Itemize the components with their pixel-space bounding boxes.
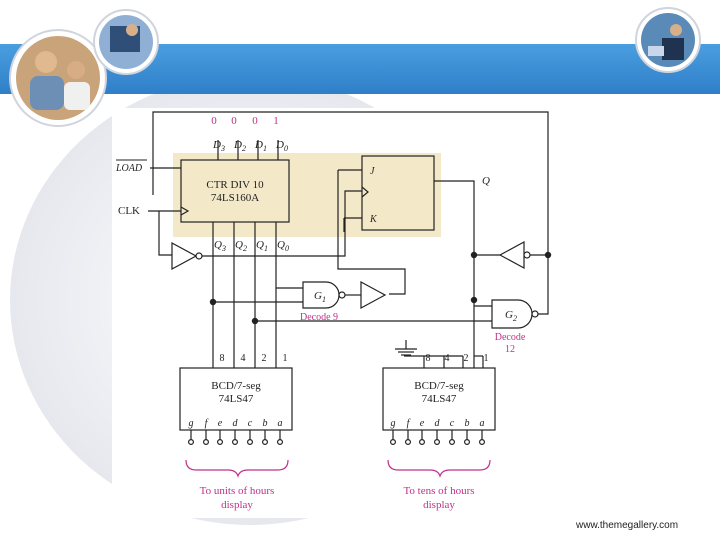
- units-seg-f: f: [205, 418, 209, 429]
- counter-title: CTR DIV 10: [206, 179, 264, 191]
- tens-bcd-part: 74LS47: [422, 393, 457, 405]
- output-q0-sub: 0: [285, 244, 289, 253]
- units-brace: [185, 459, 289, 478]
- data-input-d2-sub: 2: [242, 144, 246, 153]
- units-seg-c: c: [248, 418, 253, 429]
- tens-seg-d: d: [435, 418, 441, 429]
- svg-text:Q2: Q2: [235, 239, 247, 253]
- photo-circle-left: [9, 29, 107, 127]
- units-seg-b: b: [263, 418, 268, 429]
- decode12-label-2: 12: [505, 344, 515, 355]
- units-bcd-title: BCD/7-seg: [211, 380, 261, 392]
- tens-weight-8: 8: [426, 353, 431, 364]
- svg-text:D2: D2: [233, 139, 246, 153]
- decode9-label: Decode 9: [300, 312, 338, 323]
- units-bcd-part: 74LS47: [219, 393, 254, 405]
- tens-weight-2: 2: [464, 353, 469, 364]
- g2-label: G: [505, 309, 513, 321]
- units-seg-e: e: [218, 418, 223, 429]
- output-q1: Q: [256, 239, 264, 251]
- output-q3: Q: [214, 239, 222, 251]
- svg-text:G1: G1: [314, 290, 326, 304]
- units-segment-pins: [188, 430, 284, 446]
- decode12-label-1: Decode: [495, 332, 526, 343]
- data-input-d3: D: [212, 139, 221, 151]
- units-weight-4: 4: [241, 353, 246, 364]
- svg-text:G2: G2: [505, 309, 517, 323]
- footer-url[interactable]: www.themegallery.com: [576, 520, 679, 531]
- data-input-d1-sub: 1: [263, 144, 267, 153]
- load-label: LOAD: [115, 163, 143, 174]
- units-caption-line1: To units of hours: [200, 485, 275, 497]
- units-seg-g: g: [189, 418, 194, 429]
- output-q0: Q: [277, 239, 285, 251]
- data-value-d1: 0: [252, 115, 258, 127]
- units-weight-8: 8: [220, 353, 225, 364]
- svg-text:D1: D1: [254, 139, 267, 153]
- jk-flipflop-box: [361, 155, 435, 231]
- units-weight-2: 2: [262, 353, 267, 364]
- data-input-d1: D: [254, 139, 263, 151]
- data-value-d3: 0: [211, 115, 217, 127]
- g1-sub: 1: [322, 295, 326, 304]
- tens-seg-f: f: [407, 418, 411, 429]
- tens-seg-a: a: [480, 418, 485, 429]
- photo-circle-middle: [93, 9, 159, 75]
- svg-text:Q0: Q0: [277, 239, 289, 253]
- svg-text:Q3: Q3: [214, 239, 226, 253]
- data-input-d0-sub: 0: [284, 144, 288, 153]
- g1-label: G: [314, 290, 322, 302]
- tens-seg-b: b: [465, 418, 470, 429]
- circuit-labels: 0 0 0 1 D3 D2 D1 D0 LOAD CLK CTR DIV 10 …: [115, 115, 526, 511]
- units-seg-d: d: [233, 418, 239, 429]
- tens-caption-line2: display: [423, 499, 455, 511]
- tens-seg-c: c: [450, 418, 455, 429]
- tens-brace: [387, 459, 491, 478]
- units-weight-1: 1: [283, 353, 288, 364]
- output-q2-sub: 2: [243, 244, 247, 253]
- units-seg-a: a: [278, 418, 283, 429]
- tens-weight-4: 4: [445, 353, 450, 364]
- bcd-units-box: [179, 367, 293, 431]
- bcd-tens-box: [382, 367, 496, 431]
- data-input-d0: D: [275, 139, 284, 151]
- output-q2: Q: [235, 239, 243, 251]
- svg-text:D3: D3: [212, 139, 225, 153]
- output-q1-sub: 1: [264, 244, 268, 253]
- tens-weight-1: 1: [484, 353, 489, 364]
- units-caption-line2: display: [221, 499, 253, 511]
- jk-k-label: K: [369, 214, 378, 225]
- output-q3-sub: 3: [221, 244, 226, 253]
- tens-segment-pins: [390, 430, 486, 446]
- data-input-d3-sub: 3: [220, 144, 225, 153]
- svg-text:D0: D0: [275, 139, 288, 153]
- clk-label: CLK: [118, 205, 140, 217]
- jk-q-label: Q: [482, 175, 490, 187]
- g2-sub: 2: [513, 314, 517, 323]
- svg-text:Q1: Q1: [256, 239, 268, 253]
- circuit-diagram: [148, 111, 552, 478]
- photo-circle-right: [635, 7, 701, 73]
- tens-seg-e: e: [420, 418, 425, 429]
- tens-seg-g: g: [391, 418, 396, 429]
- counter-part: 74LS160A: [211, 192, 259, 204]
- data-value-d0: 1: [273, 115, 279, 127]
- tens-bcd-title: BCD/7-seg: [414, 380, 464, 392]
- data-input-d2: D: [233, 139, 242, 151]
- data-value-d2: 0: [231, 115, 237, 127]
- counter-box: [180, 159, 290, 223]
- jk-j-label: J: [370, 166, 375, 177]
- tens-caption-line1: To tens of hours: [403, 485, 474, 497]
